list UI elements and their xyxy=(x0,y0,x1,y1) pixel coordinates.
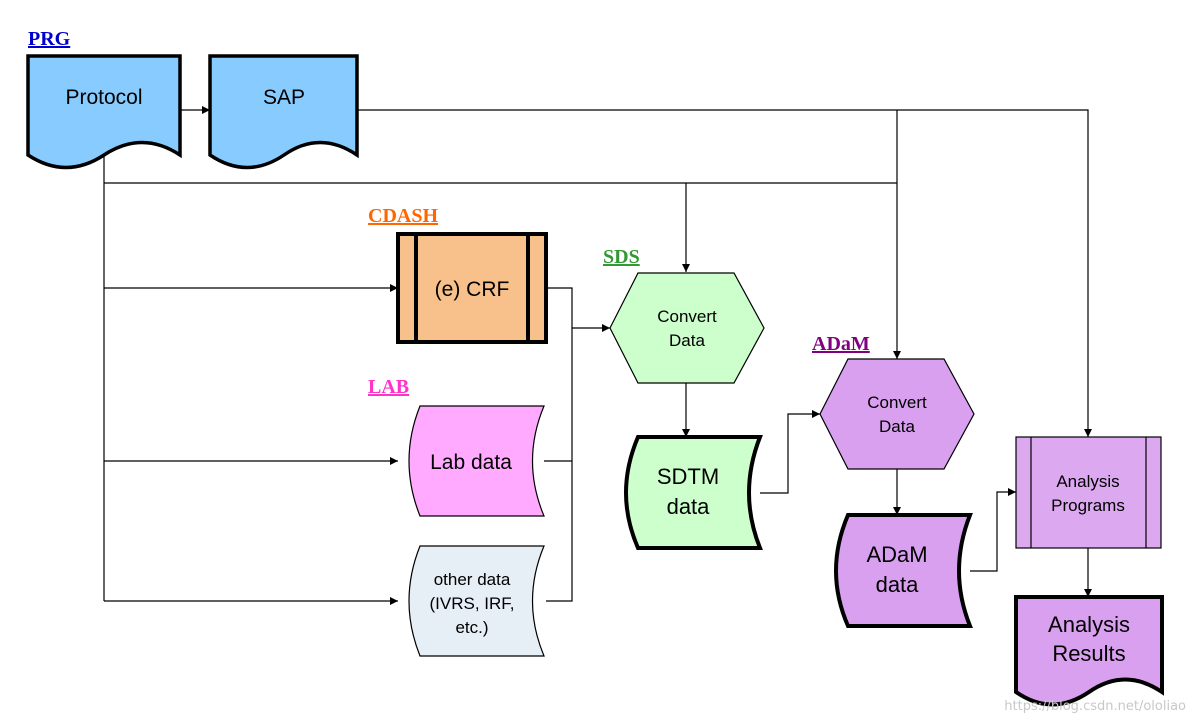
convert-adam-shape xyxy=(819,358,975,470)
adam-data-text-2: data xyxy=(876,572,920,597)
sap-shape xyxy=(208,54,359,170)
sdtm-data-text-2: data xyxy=(667,494,711,519)
protocol-text: Protocol xyxy=(65,86,142,109)
other-data-node[interactable]: other data (IVRS, IRF, etc.) xyxy=(408,545,545,657)
prg-label[interactable]: PRG xyxy=(28,28,71,50)
protocol-shape xyxy=(26,54,182,170)
crf-text: (e) CRF xyxy=(435,278,510,301)
analysis-results-node[interactable]: Analysis Results xyxy=(1014,595,1164,707)
lab-data-shape xyxy=(408,405,545,517)
other-data-text-2: (IVRS, IRF, xyxy=(429,594,514,613)
analysis-programs-text-1: Analysis xyxy=(1056,472,1119,491)
analysis-results-shape xyxy=(1014,595,1164,707)
analysis-programs-node[interactable]: Analysis Programs xyxy=(1015,436,1162,549)
other-data-shape xyxy=(408,545,545,657)
other-data-text-1: other data xyxy=(434,570,511,589)
adam-label[interactable]: ADaM xyxy=(812,333,870,355)
analysis-results-text-1: Analysis xyxy=(1048,612,1130,637)
cdash-label[interactable]: CDASH xyxy=(368,205,438,227)
sap-bus-line xyxy=(357,109,1092,437)
convert-adam-text-1: Convert xyxy=(867,393,927,412)
watermark-text: https://blog.csdn.net/ololiao xyxy=(1004,699,1186,714)
convert-adam-node[interactable]: Convert Data xyxy=(819,358,975,470)
sdtm-data-shape xyxy=(624,435,763,550)
connectors xyxy=(103,106,1092,605)
analysis-results-text-2: Results xyxy=(1052,641,1125,666)
convert-adam-text-2: Data xyxy=(879,417,915,436)
analysis-programs-text-2: Programs xyxy=(1051,496,1125,515)
convert-sds-text-1: Convert xyxy=(657,307,717,326)
crf-shape xyxy=(396,232,548,344)
adam-data-text-1: ADaM xyxy=(866,542,927,567)
convert-sds-shape xyxy=(609,272,765,384)
sds-label[interactable]: SDS xyxy=(603,246,640,268)
adam-data-node[interactable]: ADaM data xyxy=(834,513,973,628)
lab-label[interactable]: LAB xyxy=(368,376,409,398)
sap-node[interactable]: SAP xyxy=(208,54,359,170)
other-data-text-3: etc.) xyxy=(455,618,488,637)
convert-sds-node[interactable]: Convert Data xyxy=(609,272,765,384)
sdtm-to-convert-adam-arrow xyxy=(760,410,820,494)
sdtm-data-node[interactable]: SDTM data xyxy=(624,435,763,550)
convert-sds-text-2: Data xyxy=(669,331,705,350)
sdtm-data-text-1: SDTM xyxy=(657,464,719,489)
lab-data-node[interactable]: Lab data xyxy=(408,405,545,517)
adam-data-shape xyxy=(834,513,973,628)
sap-text: SAP xyxy=(263,86,305,109)
crf-node[interactable]: (e) CRF xyxy=(396,232,548,344)
crf-out-line xyxy=(546,287,573,602)
analysis-programs-shape xyxy=(1015,436,1162,549)
adam-data-to-analysis-arrow xyxy=(970,488,1016,572)
protocol-node[interactable]: Protocol xyxy=(26,54,182,170)
lab-data-text: Lab data xyxy=(430,451,512,474)
